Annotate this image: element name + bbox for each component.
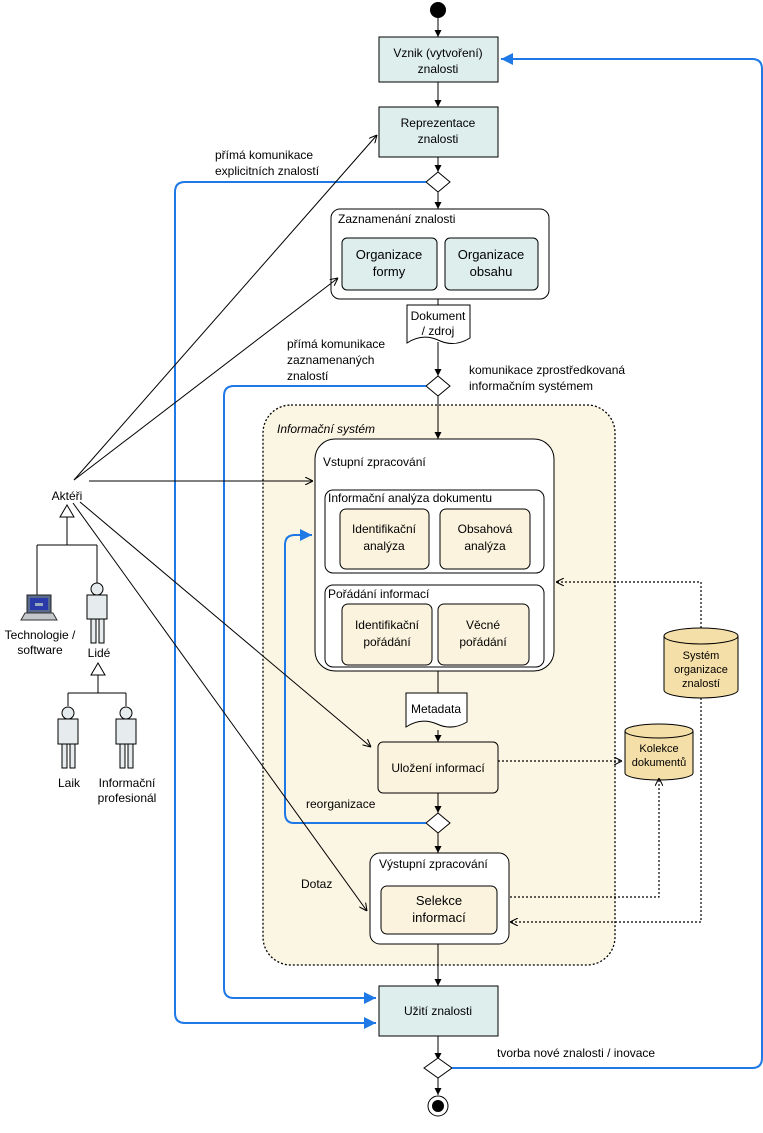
node-identifikacni-poradani	[341, 603, 433, 666]
computer-icon	[20, 594, 58, 621]
node-vecne-poradani-line2: pořádání	[459, 635, 507, 649]
generalization-arrow-lide	[90, 662, 106, 676]
blue-flow-inovace	[452, 53, 763, 1069]
decision-diamond-1	[425, 171, 451, 193]
node-selekce-line1: Selekce	[416, 893, 462, 908]
node-dokument-line1: Dokument	[411, 309, 466, 323]
blue-flow-recorded	[223, 385, 426, 1004]
person-lide-icon	[86, 582, 108, 644]
node-system-organizace-znalosti	[663, 627, 739, 699]
actor-technologie-line2: software	[17, 643, 63, 657]
label-prima-zazn-line2: zaznamenaných	[287, 353, 374, 367]
node-vznik-line1: Vznik (vytvoření)	[393, 46, 482, 60]
node-obsah-analyza-line2: analýza	[464, 539, 506, 553]
actor-akteri-label: Aktéři	[52, 489, 83, 503]
node-organizace-formy-line2: formy	[373, 264, 406, 279]
node-selekce-informaci	[380, 885, 498, 935]
node-identifikacni-analyza	[339, 508, 430, 570]
node-reprezentace-line1: Reprezentace	[401, 116, 476, 130]
node-system-org-line2: organizace	[674, 664, 728, 676]
node-system-org-line1: Systém	[683, 650, 720, 662]
node-kolekce-line2: dokumentů	[632, 757, 686, 769]
node-reprezentace-znalosti	[378, 106, 499, 158]
generalization-tree-lide	[67, 675, 127, 706]
blue-flow-explicit	[174, 181, 426, 1029]
label-prima-zazn-line1: přímá komunikace	[287, 337, 385, 351]
node-vystupni-label: Výstupní zpracování	[379, 857, 488, 871]
node-organizace-obsahu-line1: Organizace	[458, 247, 524, 262]
node-vznik-line2: znalosti	[418, 62, 459, 76]
decision-diamond-2	[425, 375, 451, 397]
node-vecne-poradani-line1: Věcné	[466, 618, 500, 632]
node-vecne-poradani	[437, 603, 530, 666]
node-organizace-formy-line1: Organizace	[356, 247, 422, 262]
dotted-selekce-to-kolekce	[510, 778, 659, 898]
node-vznik-znalosti	[378, 36, 499, 83]
label-komunikace-is-line2: informačním systémem	[469, 379, 593, 393]
decision-diamond-4	[423, 1057, 453, 1079]
actor-profesional-line2: profesionál	[98, 791, 157, 805]
label-dotaz: Dotaz	[301, 877, 332, 891]
actor-laik-label: Laik	[58, 776, 81, 790]
node-obsah-analyza-line1: Obsahová	[458, 522, 513, 536]
start-node	[430, 2, 446, 18]
person-laik-icon	[57, 706, 79, 769]
node-organizace-formy	[341, 237, 438, 291]
end-node-inner	[432, 1100, 444, 1112]
node-metadata	[405, 692, 468, 728]
node-ident-analyza-line2: analýza	[363, 539, 405, 553]
label-prima-zazn-line3: znalostí	[287, 369, 329, 383]
label-prima-explicit-line1: přímá komunikace	[215, 148, 313, 162]
actor-lide-label: Lidé	[88, 646, 111, 660]
generalization-arrow-akteri	[59, 504, 75, 518]
node-metadata-label: Metadata	[411, 702, 461, 716]
node-ulozeni-informaci	[377, 741, 499, 794]
node-vstupni-label: Vstupní zpracování	[323, 455, 426, 469]
node-dokument-line2: / zdroj	[422, 324, 455, 338]
node-kolekce-line1: Kolekce	[639, 743, 678, 755]
information-system-label: Informační systém	[277, 422, 375, 436]
node-ident-analyza-line1: Identifikační	[352, 522, 417, 536]
node-kolekce-dokumentu	[624, 723, 694, 781]
dotted-system-to-selekce	[510, 698, 702, 922]
label-reorganizace: reorganizace	[306, 797, 376, 811]
label-prima-explicit-line2: explicitních znalostí	[215, 164, 320, 178]
actor-technologie-line1: Technologie /	[5, 628, 76, 642]
person-profesional-icon	[115, 706, 137, 769]
node-uziti-label: Užití znalosti	[404, 1004, 472, 1018]
node-dokument-zdroj	[406, 304, 471, 344]
node-ident-poradani-line2: pořádání	[363, 635, 411, 649]
blue-flow-reorganizace	[284, 529, 426, 824]
node-selekce-line2: informací	[412, 910, 466, 925]
node-system-org-line3: znalostí	[682, 678, 720, 690]
node-uziti-znalosti	[378, 985, 499, 1037]
node-ia-dokumentu-label: Informační analýza dokumentu	[328, 491, 492, 505]
decision-diamond-3	[425, 812, 451, 834]
label-tvorba-inovace: tvorba nové znalosti / inovace	[497, 1046, 655, 1060]
actor-profesional-line1: Informační	[99, 776, 156, 790]
node-ulozeni-label: Uložení informací	[391, 761, 485, 775]
node-organizace-obsahu	[444, 237, 539, 291]
node-obsahova-analyza	[439, 508, 531, 570]
label-komunikace-is-line1: komunikace zprostředkovaná	[469, 363, 625, 377]
node-ident-poradani-line1: Identifikační	[355, 618, 420, 632]
dotted-system-to-vstupni	[556, 582, 702, 628]
node-poradani-label: Pořádání informací	[328, 587, 430, 601]
node-reprezentace-line2: znalosti	[418, 132, 459, 146]
node-organizace-obsahu-line2: obsahu	[470, 264, 513, 279]
node-zaznamenani-label: Zaznamenání znalosti	[338, 212, 455, 226]
generalization-tree-akteri	[36, 517, 98, 595]
